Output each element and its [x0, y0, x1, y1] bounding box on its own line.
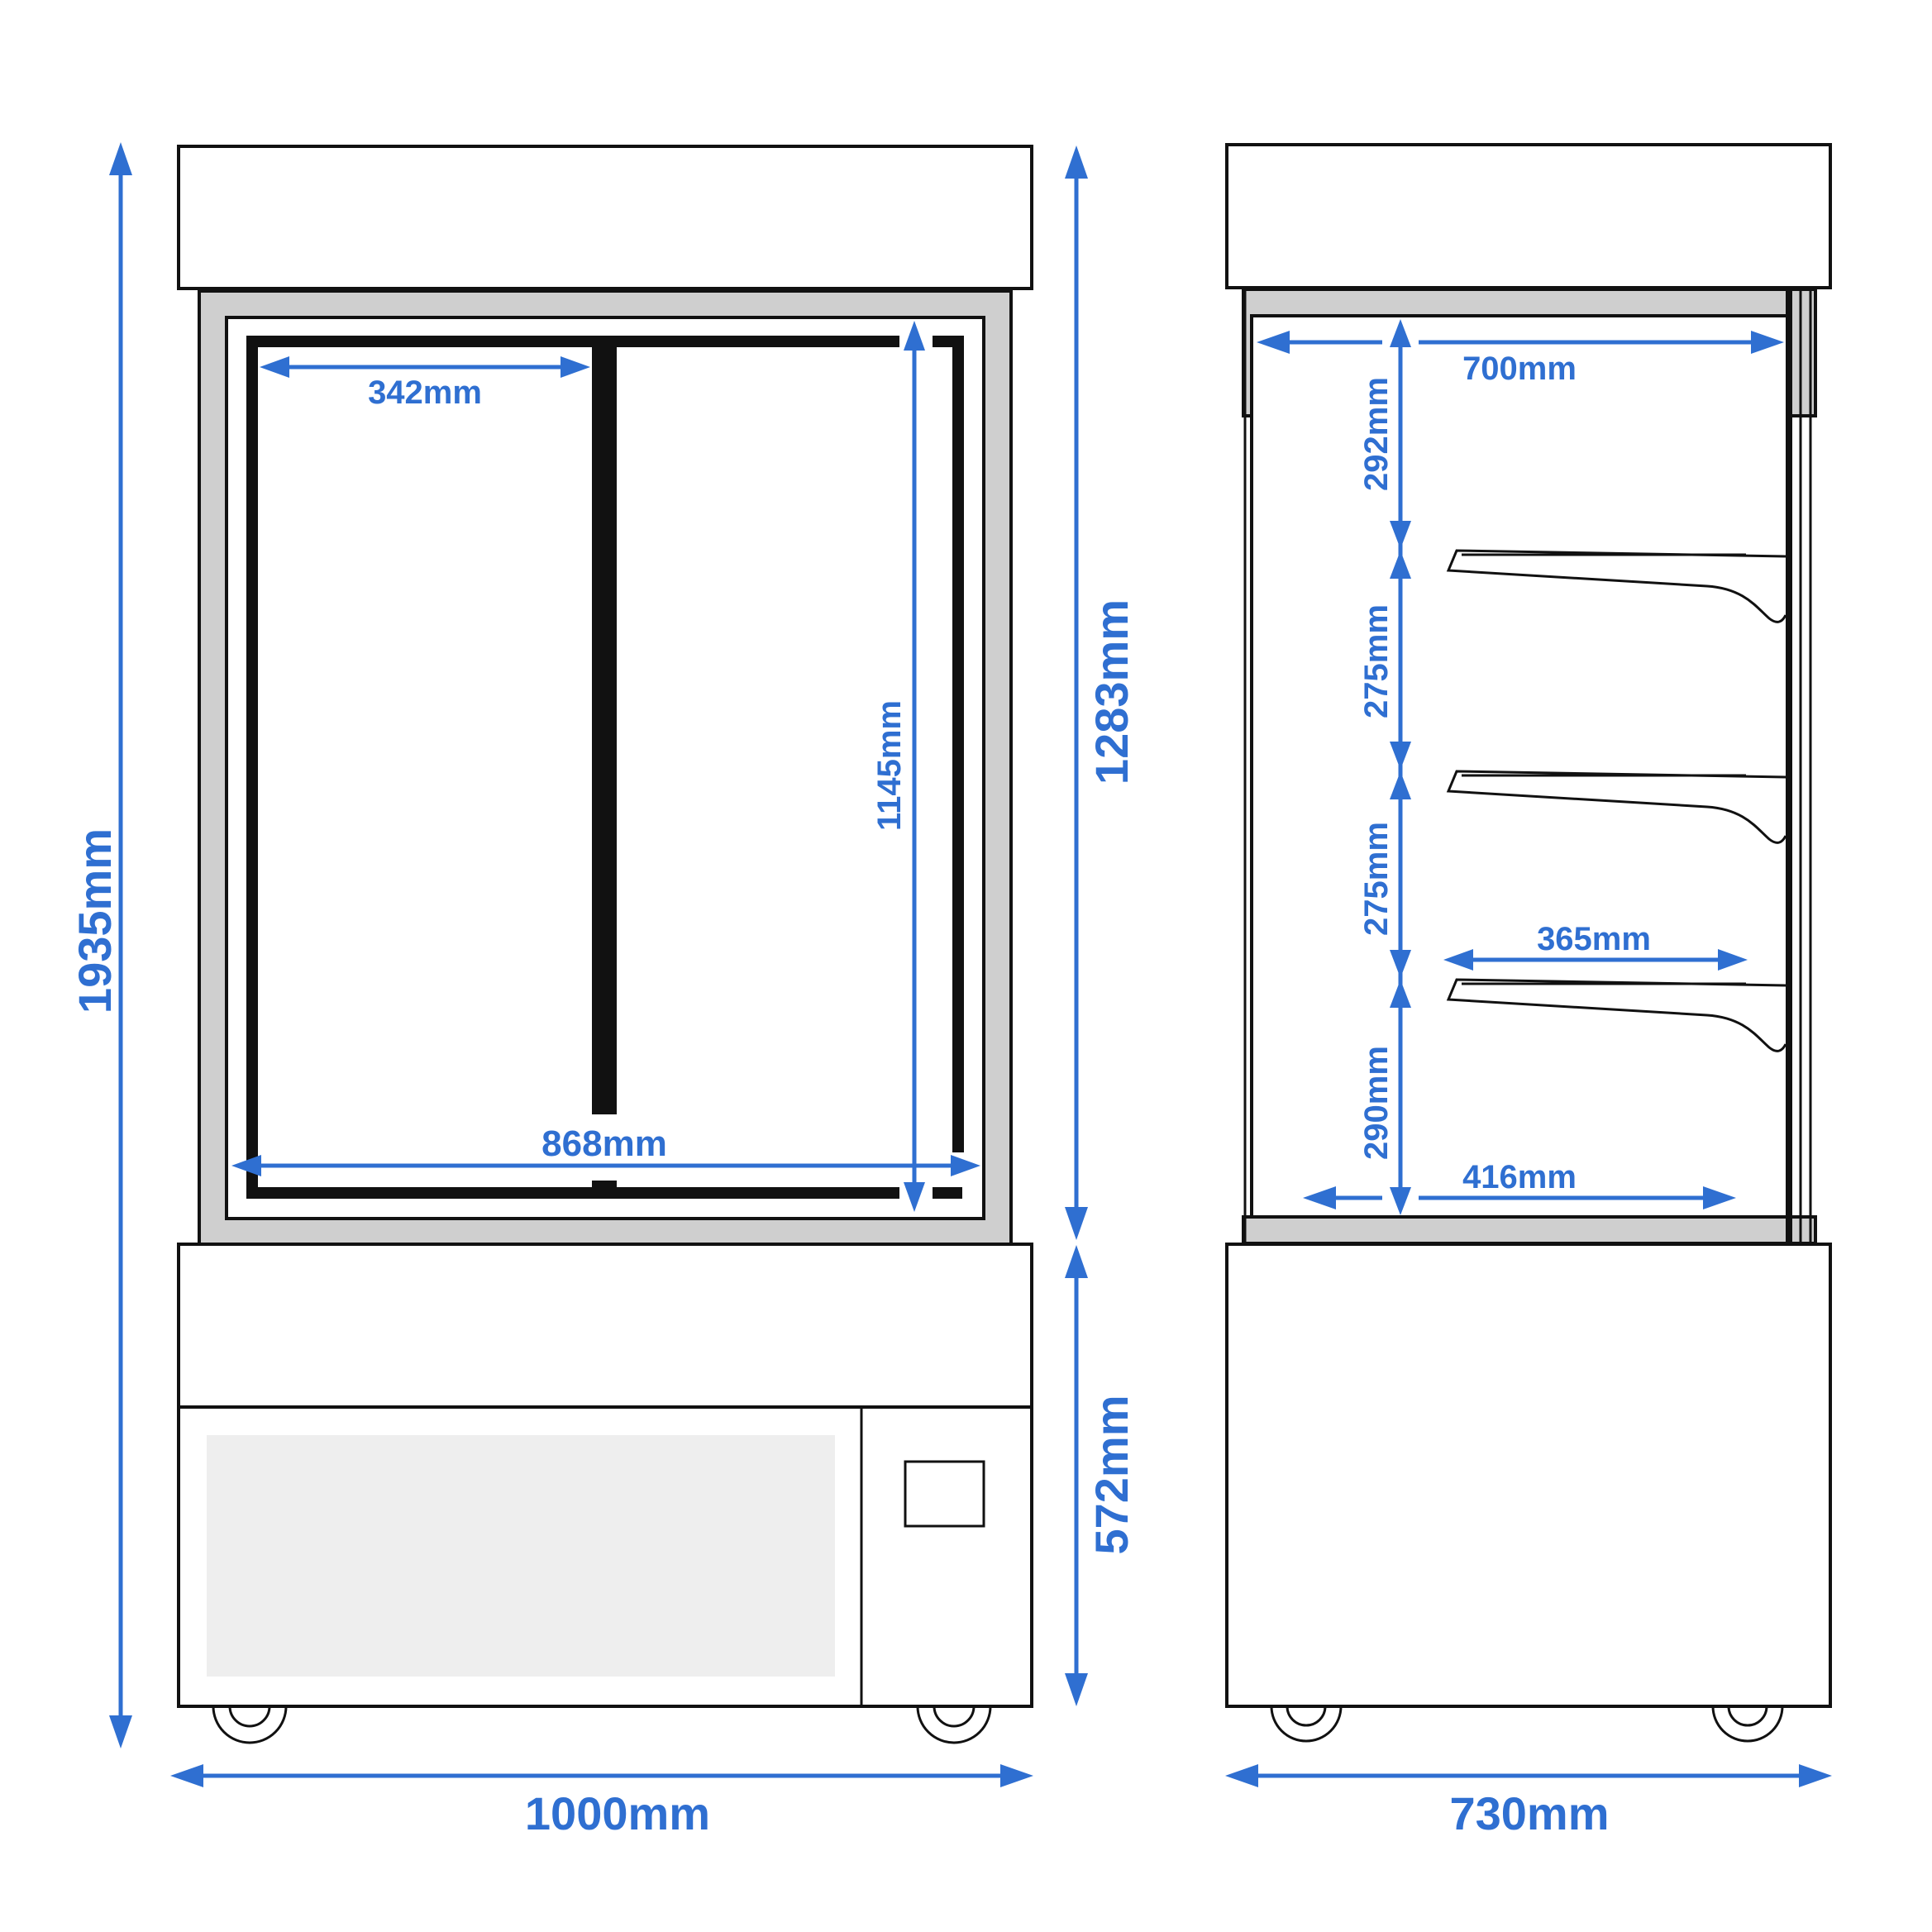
- dim-base-height: 572mm: [1065, 1245, 1138, 1706]
- dim-vertical-chain: 292mm 275mm 275mm 290mm: [1358, 319, 1411, 1215]
- door-frame-left: [246, 336, 258, 1152]
- shelf-2: [1446, 770, 1787, 844]
- door-frame-center-stile: [592, 336, 617, 1114]
- label-overall-depth: 730mm: [1449, 1787, 1609, 1839]
- label-shelf-depth: 365mm: [1537, 921, 1651, 957]
- label-gap-bottom: 290mm: [1358, 1046, 1395, 1160]
- label-overall-width: 1000mm: [525, 1787, 710, 1839]
- side-display-interior: [1250, 314, 1791, 1219]
- door-frame-right: [952, 336, 964, 1152]
- label-overall-height: 1935mm: [69, 828, 121, 1014]
- label-base-height: 572mm: [1085, 1395, 1138, 1554]
- side-rear-panel: [1786, 289, 1792, 1243]
- front-vent-panel: [207, 1435, 835, 1677]
- door-frame-bottom-right: [933, 1187, 962, 1199]
- front-right-castor: [916, 1705, 992, 1744]
- dim-inner-width: 868mm: [231, 1123, 980, 1176]
- label-top-depth: 700mm: [1462, 351, 1577, 387]
- front-base-upper: [177, 1243, 1033, 1409]
- door-frame-top-left: [246, 336, 899, 347]
- side-top-canopy: [1225, 143, 1832, 289]
- side-front-castor: [1270, 1705, 1343, 1743]
- side-rear-castor: [1711, 1705, 1784, 1743]
- control-panel: [904, 1460, 985, 1528]
- side-display-bottom-rail: [1242, 1215, 1817, 1245]
- label-gap-upper: 275mm: [1358, 604, 1395, 718]
- door-frame-center-stub: [592, 1181, 617, 1199]
- label-gap-lower: 275mm: [1358, 822, 1395, 936]
- side-base-cabinet: [1225, 1243, 1832, 1708]
- front-view: 1935mm 1283mm 572mm 1145mm 868mm: [69, 142, 1138, 1839]
- side-view: 700mm 292mm 275mm 275mm 290mm 365mm: [1225, 143, 1832, 1839]
- label-display-height: 1283mm: [1085, 599, 1138, 785]
- label-gap-top: 292mm: [1358, 377, 1395, 491]
- front-left-castor: [212, 1705, 288, 1744]
- label-inner-width: 868mm: [541, 1123, 667, 1164]
- dim-door-width: 342mm: [260, 356, 590, 411]
- dim-inner-height: 1145mm: [871, 321, 925, 1212]
- shelf-3: [1446, 978, 1787, 1052]
- dim-top-depth: 700mm: [1257, 331, 1784, 387]
- dim-overall-height: 1935mm: [69, 142, 132, 1748]
- label-door-width: 342mm: [368, 374, 482, 411]
- dim-display-height: 1283mm: [1065, 145, 1138, 1240]
- shelf-1: [1446, 549, 1787, 623]
- label-bottom-depth: 416mm: [1462, 1159, 1577, 1195]
- label-inner-height: 1145mm: [871, 700, 908, 831]
- front-top-canopy: [177, 145, 1033, 290]
- dim-overall-width: 1000mm: [170, 1764, 1033, 1839]
- door-frame-bottom-left: [246, 1187, 899, 1199]
- dim-shelf-depth: 365mm: [1443, 921, 1748, 971]
- dim-bottom-depth: 416mm: [1303, 1159, 1736, 1209]
- dim-overall-depth: 730mm: [1225, 1764, 1832, 1839]
